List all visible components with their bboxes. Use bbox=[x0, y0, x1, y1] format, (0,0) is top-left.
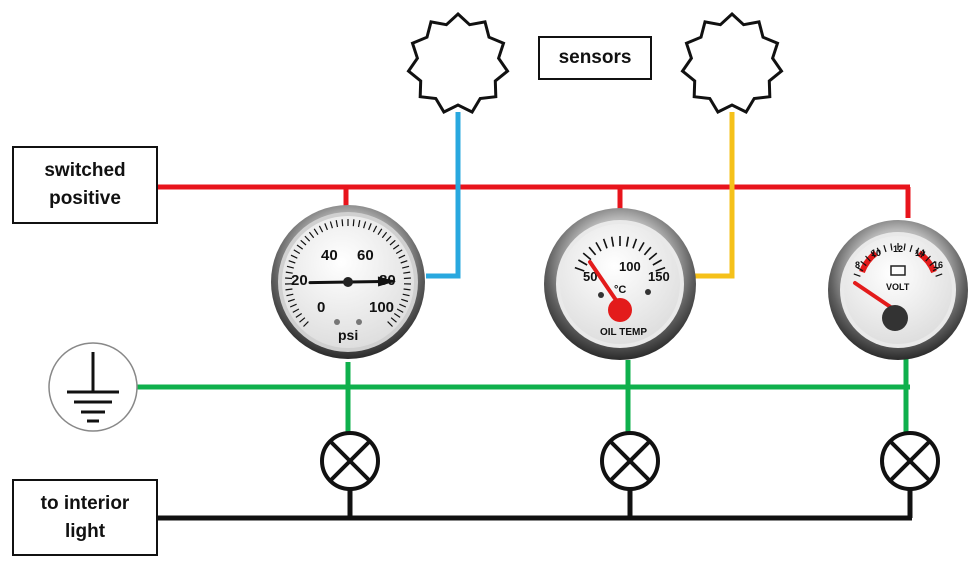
switched-positive-label: switched positive bbox=[12, 146, 158, 224]
interior-light-label: to interior light bbox=[12, 479, 158, 556]
pressure-gauge: 0 20 40 60 80 100 psi bbox=[271, 205, 425, 359]
lamp-symbol-icon bbox=[602, 433, 658, 489]
pressure-sensor-wire bbox=[426, 112, 458, 276]
lamp-symbol-icon bbox=[322, 433, 378, 489]
pressure-tick-label: 0 bbox=[317, 299, 325, 316]
volt-tick-label: 8 bbox=[855, 260, 860, 270]
interior-light-line-1: to interior bbox=[41, 490, 130, 518]
volt-tick-label: 16 bbox=[933, 260, 943, 270]
temp-caption: OIL TEMP bbox=[600, 327, 647, 338]
light-wires bbox=[158, 488, 912, 518]
gauge-tick bbox=[342, 219, 343, 226]
switched-positive-line-2: positive bbox=[49, 185, 121, 213]
sensor-starburst-icon bbox=[409, 14, 508, 112]
sensor-starburst-icon bbox=[683, 14, 782, 112]
volt-gauge: 8 10 12 14 16 VOLT bbox=[828, 220, 968, 360]
sensors-label: sensors bbox=[538, 36, 652, 80]
ground-wires bbox=[134, 356, 910, 435]
pressure-unit-label: psi bbox=[338, 327, 358, 343]
volt-caption: VOLT bbox=[886, 282, 910, 292]
temp-sensor-wire bbox=[694, 112, 732, 276]
pressure-tick-label: 20 bbox=[291, 272, 308, 289]
gauge-tick bbox=[404, 278, 411, 279]
pressure-tick-label: 100 bbox=[369, 299, 394, 316]
lamp-symbol-icon bbox=[882, 433, 938, 489]
sensors-text: sensors bbox=[559, 44, 632, 72]
temp-tick-label: 150 bbox=[648, 269, 670, 284]
volt-tick-label: 10 bbox=[871, 248, 881, 258]
ground-symbol-icon bbox=[49, 343, 137, 431]
oil-temp-gauge: 50 100 150 °C OIL TEMP bbox=[544, 208, 696, 360]
pressure-tick-label: 40 bbox=[321, 247, 338, 264]
switched-positive-line-1: switched bbox=[44, 157, 125, 185]
gauge-tick bbox=[353, 219, 354, 226]
pressure-tick-label: 60 bbox=[357, 247, 374, 264]
positive-wires bbox=[158, 187, 910, 218]
volt-tick-label: 14 bbox=[915, 248, 925, 258]
interior-light-line-2: light bbox=[65, 518, 105, 546]
temp-tick-label: 100 bbox=[619, 259, 641, 274]
temp-unit-label: °C bbox=[614, 284, 626, 296]
volt-tick-label: 12 bbox=[893, 244, 903, 254]
